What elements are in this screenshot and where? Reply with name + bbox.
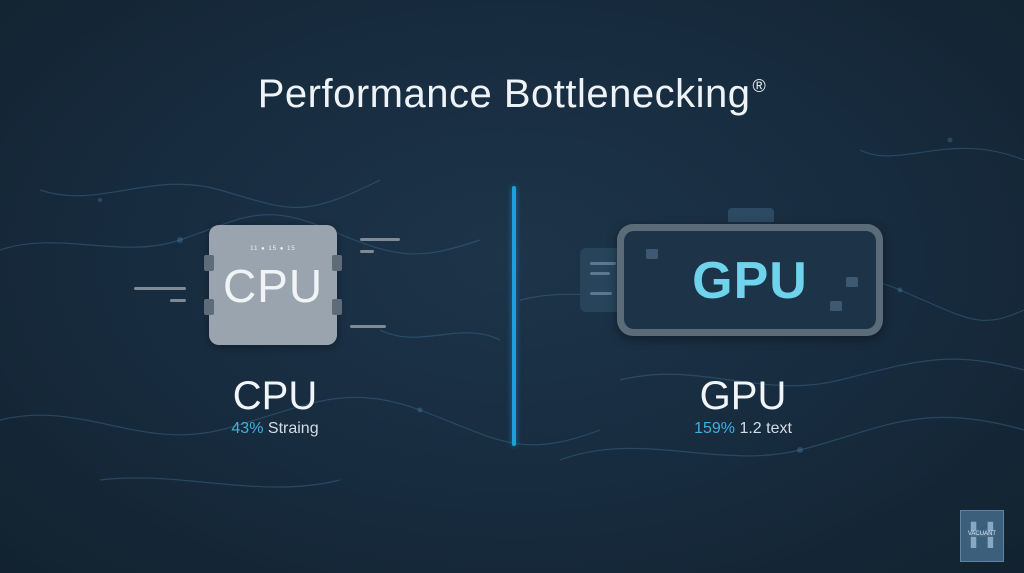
cpu-stat-percent: 43% [231, 420, 264, 437]
gpu-stat-percent: 159% [694, 420, 735, 437]
gpu-label: GPU [699, 374, 787, 418]
speed-line [134, 287, 186, 290]
cpu-stat: 43% Straing [190, 420, 360, 438]
registered-mark: ® [752, 76, 767, 96]
cpu-label: CPU [232, 374, 318, 418]
cpu-stat-text: Straing [267, 420, 319, 437]
gpu-stat-text: 1.2 text [739, 420, 792, 437]
center-divider [512, 186, 516, 446]
gpu-bracket-icon [728, 208, 774, 222]
cpu-chip-icon: 11 ● 15 ● 15 CPU [204, 225, 342, 345]
speed-line [170, 299, 186, 302]
cpu-chip-label: CPU [222, 260, 324, 312]
title-text: Performance Bottlenecking [257, 72, 751, 116]
speed-line [350, 325, 386, 328]
gpu-stat: 159% 1.2 text [658, 420, 828, 438]
gpu-chip-label: GPU [692, 252, 808, 310]
gpu-card-icon: GPU [617, 224, 883, 336]
watermark-text: VACUANT [961, 531, 1003, 537]
page-title: Performance Bottlenecking® [0, 72, 1024, 117]
watermark-logo: H VACUANT [960, 510, 1004, 562]
speed-line [360, 238, 400, 241]
speed-line [360, 250, 374, 253]
cpu-pin-labels: 11 ● 15 ● 15 [250, 246, 296, 252]
